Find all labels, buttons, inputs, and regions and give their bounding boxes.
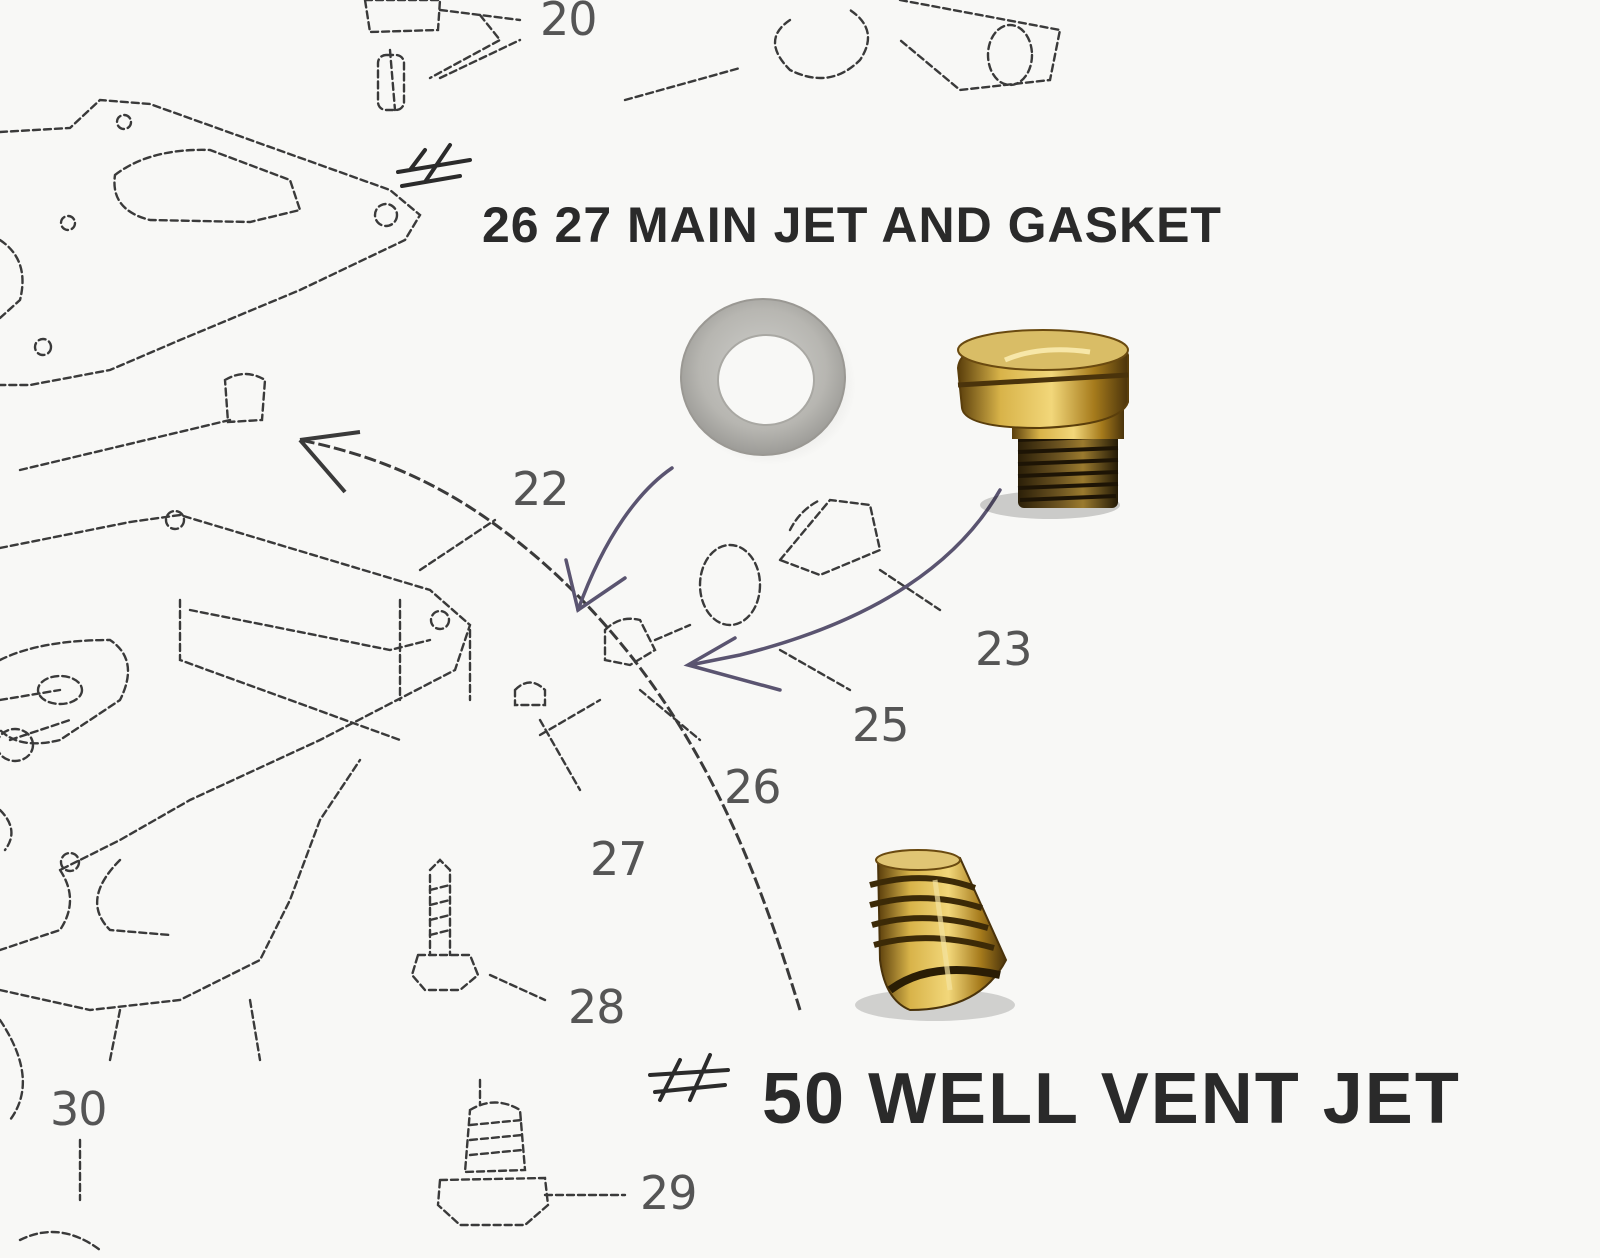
part-number-23: 23	[975, 622, 1033, 676]
caption-well-vent-jet: 50 WELL VENT JET	[762, 1059, 1461, 1139]
part-number-27: 27	[590, 832, 648, 886]
part-number-20: 20	[540, 0, 598, 46]
part-number-26: 26	[724, 760, 782, 814]
caption-main-jet-and-gasket: 26 27 MAIN JET AND GASKET	[482, 197, 1222, 253]
part-number-22: 22	[512, 462, 570, 516]
part-number-30: 30	[50, 1082, 108, 1136]
part-number-29: 29	[640, 1166, 698, 1220]
part-number-25: 25	[852, 698, 910, 752]
part-number-28: 28	[568, 980, 626, 1034]
